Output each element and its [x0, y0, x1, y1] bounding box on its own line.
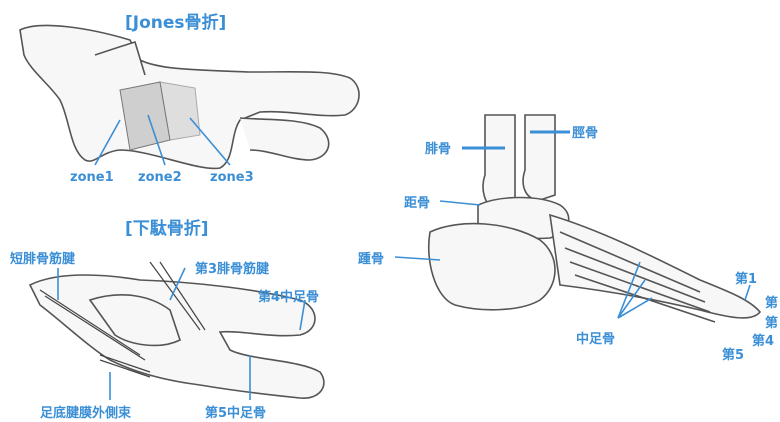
metatarsal5-label: 第5中足骨: [205, 402, 266, 421]
jones-fracture-illustration: [20, 25, 359, 168]
peroneus-brevis-label: 短腓骨筋腱: [10, 248, 75, 267]
avulsion-fracture-illustration: [30, 262, 324, 400]
mt5-label: 第5: [722, 344, 744, 363]
talus-label: 距骨: [404, 192, 430, 211]
zone1-label: zone1: [70, 170, 114, 185]
jones-fracture-title: [Jones骨折]: [125, 8, 226, 33]
mt3-label: 第: [765, 312, 778, 331]
plantar-lateral-band-label: 足底腱膜外側束: [40, 402, 131, 421]
avulsion-fracture-title: [下駄骨折]: [125, 214, 209, 239]
calcaneus-label: 踵骨: [358, 248, 384, 267]
zone3-label: zone3: [210, 170, 254, 185]
metatarsals-label: 中足骨: [576, 328, 615, 347]
mt2-label: 第: [765, 292, 778, 311]
mt1-label: 第1: [735, 268, 757, 287]
zone2-label: zone2: [138, 170, 182, 185]
metatarsal4-label: 第4中足骨: [258, 286, 319, 305]
peroneus-tertius-label: 第3腓骨筋腱: [195, 258, 269, 277]
mt4-label: 第4: [752, 330, 774, 349]
tibia-label: 脛骨: [572, 122, 598, 141]
fibula-label: 腓骨: [425, 138, 451, 157]
